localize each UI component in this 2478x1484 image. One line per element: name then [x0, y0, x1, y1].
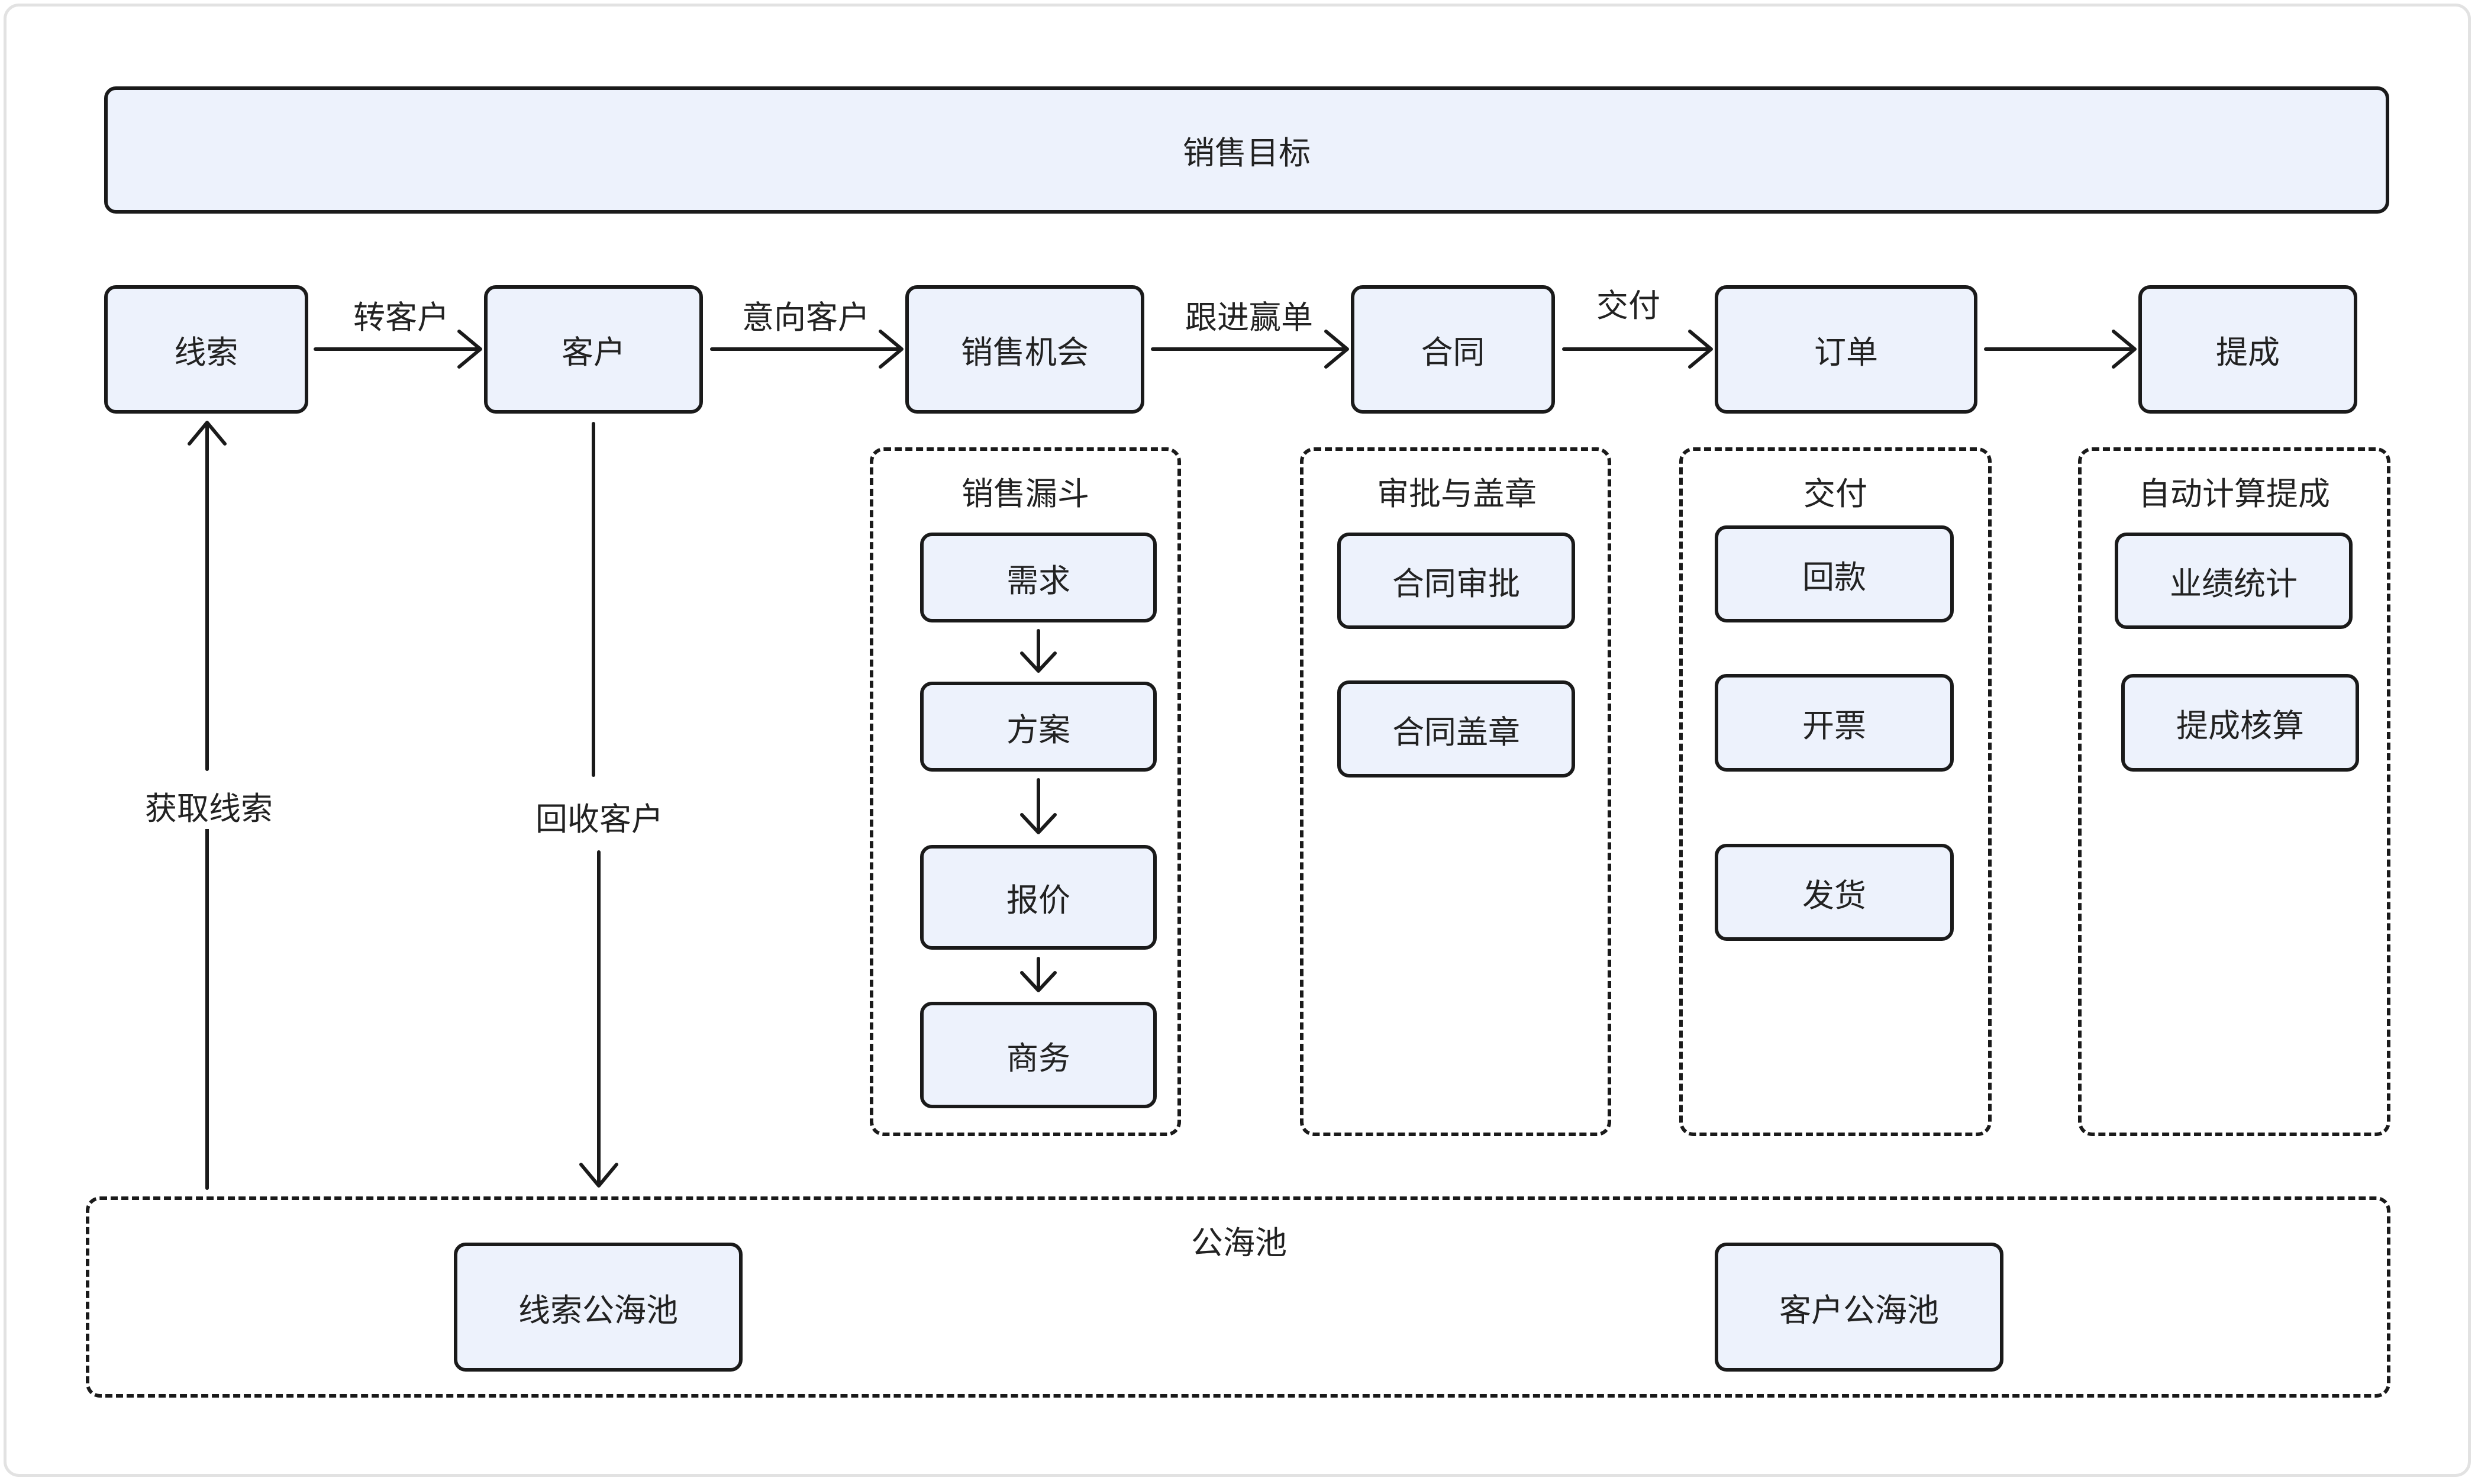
delivery-item-payment: 回款	[1715, 525, 1954, 622]
delivery-item-invoice: 开票	[1715, 674, 1954, 772]
funnel-title: 销售漏斗	[961, 475, 1089, 512]
arrowhead-contract-to-order	[1688, 330, 1713, 369]
approval-group	[1300, 447, 1611, 1136]
funnel-step-3: 报价	[920, 845, 1157, 950]
funnel-group	[870, 447, 1181, 1136]
arrowhead-lead-to-customer	[457, 330, 482, 369]
approval-item-contract-seal: 合同盖章	[1337, 680, 1575, 778]
edge-label-customer-to-opportunity: 意向客户	[740, 291, 872, 338]
funnel-step-2: 方案	[920, 682, 1157, 772]
arrowhead-customer-to-opportunity	[879, 330, 904, 369]
diagram-frame	[4, 4, 2471, 1477]
arrowhead-order-to-commission	[2112, 330, 2137, 369]
stage-customer: 客户	[484, 285, 703, 414]
stage-commission: 提成	[2138, 285, 2357, 414]
customer-pool-box: 客户公海池	[1715, 1243, 2003, 1372]
delivery-group	[1679, 447, 1992, 1136]
edge-label-customer-to-pool: 回收客户	[533, 793, 666, 840]
funnel-step-1: 需求	[920, 533, 1157, 622]
arrowhead-opportunity-to-contract	[1324, 330, 1349, 369]
auto-commission-title: 自动计算提成	[2138, 475, 2330, 512]
lead-pool-box: 线索公海池	[454, 1243, 743, 1372]
approval-title: 审批与盖章	[1377, 475, 1537, 512]
arrowhead-funnel-3-4	[1020, 971, 1057, 992]
arrowhead-funnel-2-3	[1020, 813, 1057, 834]
stage-order: 订单	[1715, 285, 1977, 414]
public-pool-group	[86, 1196, 2390, 1398]
arrowhead-customer-to-pool	[579, 1163, 618, 1188]
commission-item-performance: 业绩统计	[2115, 533, 2353, 629]
stage-lead: 线索	[104, 285, 308, 414]
commission-item-calculation: 提成核算	[2121, 674, 2359, 772]
auto-commission-group	[2078, 447, 2390, 1136]
funnel-step-4: 商务	[920, 1002, 1157, 1108]
sales-goal-banner: 销售目标	[104, 86, 2389, 214]
delivery-title: 交付	[1803, 475, 1867, 512]
edge-label-opportunity-to-contract: 跟进赢单	[1183, 291, 1315, 338]
stage-opportunity: 销售机会	[905, 285, 1144, 414]
approval-item-contract-review: 合同审批	[1337, 533, 1575, 629]
arrowhead-pool-to-lead	[188, 421, 227, 446]
public-pool-title: 公海池	[1191, 1224, 1287, 1262]
arrowhead-funnel-1-2	[1020, 651, 1057, 673]
stage-contract: 合同	[1351, 285, 1555, 414]
delivery-item-shipping: 发货	[1715, 844, 1954, 941]
edge-label-lead-to-customer: 转客户	[351, 291, 451, 338]
edge-label-contract-to-order: 交付	[1594, 279, 1663, 326]
edge-label-pool-to-lead: 获取线索	[143, 782, 275, 829]
